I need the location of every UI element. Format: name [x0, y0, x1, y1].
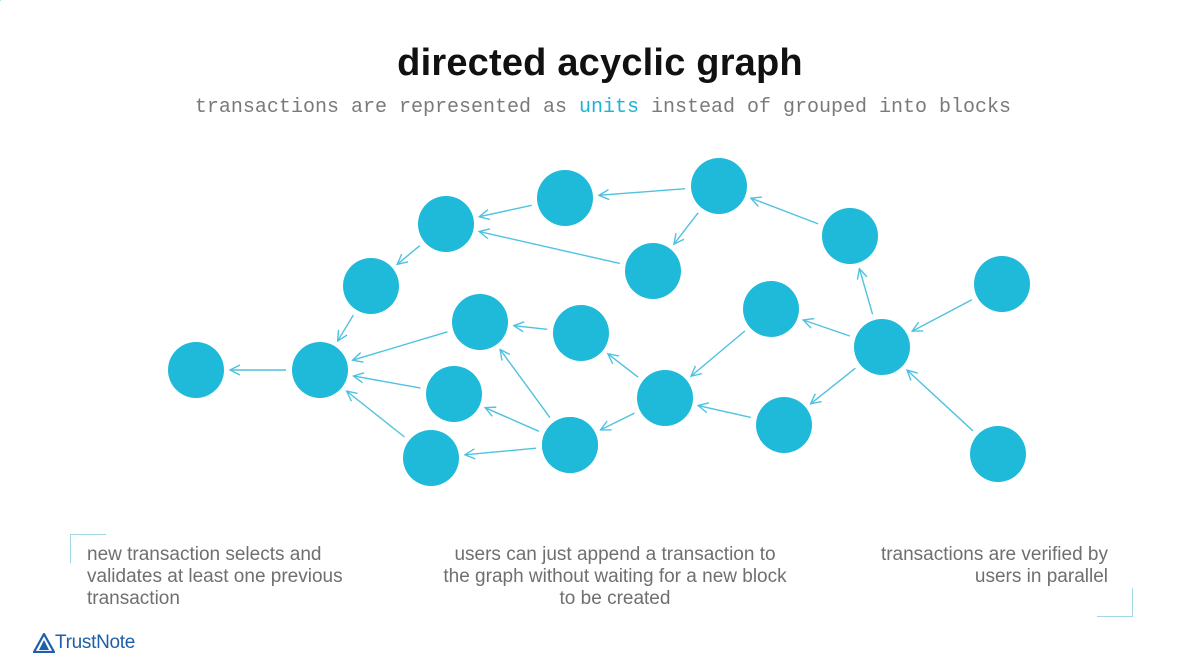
edge-u17-to-u16: [811, 367, 856, 404]
edge-u14-to-u13: [600, 412, 635, 430]
edge-u17-to-u18: [859, 269, 874, 315]
trustnote-logo: TrustNote: [33, 630, 135, 656]
diagram-title: directed acyclic graph: [397, 42, 803, 84]
unit-node-u19: [974, 256, 1030, 312]
edge-u4-to-u3: [397, 245, 421, 265]
unit-node-u6: [691, 158, 747, 214]
subtitle-highlight-units: units: [578, 96, 639, 119]
unit-node-u13: [542, 417, 598, 473]
unit-node-u16: [756, 397, 812, 453]
unit-node-u12: [553, 305, 609, 361]
edge-u6-to-u5: [599, 187, 686, 196]
edge-u13-to-u9: [500, 349, 551, 418]
logo-text: TrustNote: [55, 632, 136, 653]
unit-node-u2: [292, 342, 348, 398]
edge-u3-to-u2: [338, 314, 354, 341]
unit-node-u14: [637, 370, 693, 426]
graph-nodes: [168, 158, 1030, 486]
unit-node-u3: [343, 258, 399, 314]
unit-node-u1: [168, 342, 224, 398]
unit-node-u8: [403, 430, 459, 486]
unit-node-u18: [822, 208, 878, 264]
edge-u10-to-u4: [479, 232, 620, 265]
unit-node-u7: [426, 366, 482, 422]
subtitle-text-start: transactions are represented as: [194, 96, 579, 119]
edge-u17-to-u15: [803, 320, 851, 337]
edge-u13-to-u8: [465, 447, 537, 455]
unit-node-u9: [452, 294, 508, 350]
unit-node-u15: [743, 281, 799, 337]
caption-middle: users can just append a transaction to t…: [443, 544, 787, 609]
unit-node-u20: [970, 426, 1026, 482]
edge-u12-to-u9: [514, 326, 548, 330]
unit-node-u4: [418, 196, 474, 252]
edge-u20-to-u17: [907, 370, 974, 432]
unit-node-u17: [854, 319, 910, 375]
edge-u6-to-u10: [674, 212, 699, 244]
edge-u19-to-u17: [912, 299, 973, 331]
caption-right: transactions are verified by users in pa…: [880, 544, 1108, 587]
unit-node-u5: [537, 170, 593, 226]
trustnote-logo-icon: [33, 633, 55, 653]
edge-u5-to-u4: [479, 204, 532, 216]
caption-left: new transaction selects and validates at…: [87, 544, 343, 609]
diagram-subtitle: transactions are represented as units in…: [0, 96, 1200, 119]
edge-u18-to-u6: [751, 198, 819, 225]
unit-node-u10: [625, 243, 681, 299]
edge-u15-to-u14: [691, 330, 746, 376]
caption-bracket-top-left: [70, 534, 106, 563]
edge-u14-to-u12: [608, 354, 639, 378]
edge-u7-to-u2: [353, 376, 421, 389]
subtitle-text-end: instead of grouped into blocks: [639, 96, 1012, 119]
caption-bracket-bottom-right: [1097, 588, 1133, 617]
graph-edges: [0, 187, 974, 455]
edge-u9-to-u2: [353, 331, 448, 360]
edge-u8-to-u2: [347, 391, 405, 438]
edge-u11-to-u7: [485, 408, 540, 432]
edge-u16-to-u14: [698, 406, 751, 419]
